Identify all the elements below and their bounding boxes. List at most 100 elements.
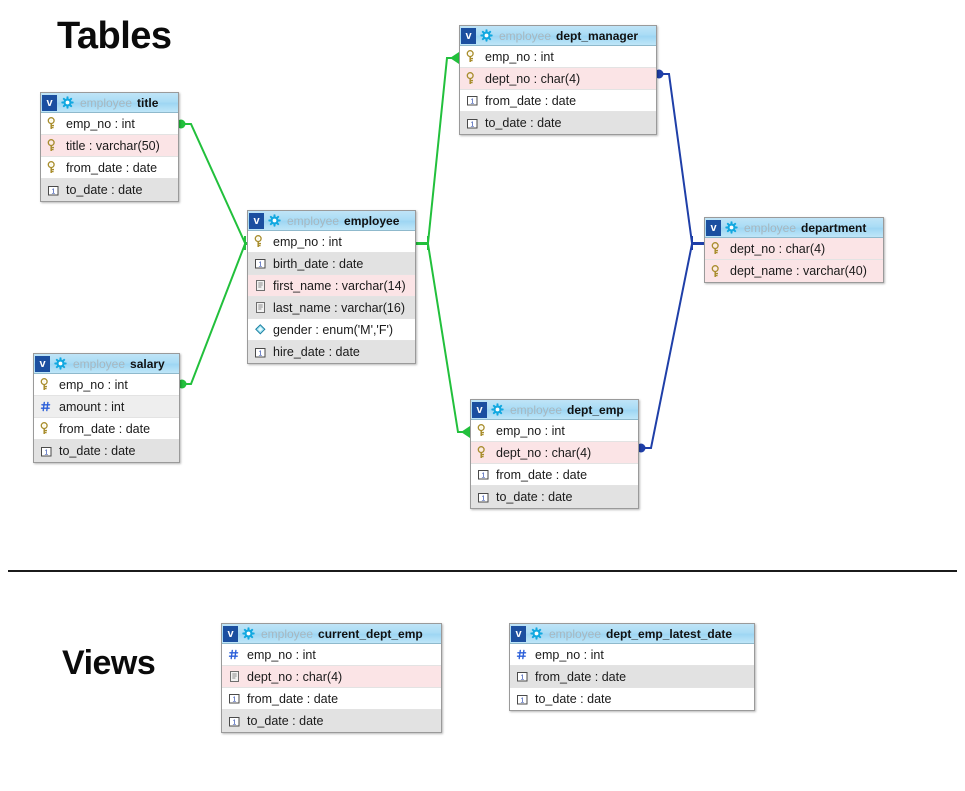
- entity-column-row[interactable]: emp_no : int: [460, 46, 656, 68]
- svg-text:1: 1: [470, 98, 474, 105]
- entity-schema-name: employee: [80, 95, 133, 110]
- gear-icon: [491, 403, 504, 416]
- gear-icon: [268, 214, 281, 227]
- entity-column-row[interactable]: last_name : varchar(16): [248, 297, 415, 319]
- entity-name: title: [137, 95, 159, 110]
- entity-column-row[interactable]: emp_no : int: [471, 420, 638, 442]
- entity-column-label: dept_no : char(4): [730, 241, 826, 256]
- entity-column-row[interactable]: emp_no : int: [41, 113, 178, 135]
- entity-column-row[interactable]: emp_no : int: [248, 231, 415, 253]
- entity-column-row[interactable]: dept_no : char(4): [460, 68, 656, 90]
- edge-salary-employee: [177, 243, 247, 389]
- entity-column-row[interactable]: from_date : date: [34, 418, 179, 440]
- svg-text:1: 1: [520, 697, 524, 704]
- entity-column-row[interactable]: dept_no : char(4): [705, 238, 883, 260]
- section-divider: [8, 570, 957, 572]
- svg-text:1: 1: [44, 449, 48, 456]
- entity-column-row[interactable]: first_name : varchar(14): [248, 275, 415, 297]
- entity-column-row[interactable]: title : varchar(50): [41, 135, 178, 157]
- svg-text:1: 1: [481, 472, 485, 479]
- entity-column-label: from_date : date: [535, 669, 627, 684]
- entity-schema-name: employee: [287, 213, 340, 228]
- entity-column-label: to_date : date: [496, 490, 573, 504]
- entity-column-label: dept_no : char(4): [247, 669, 343, 684]
- svg-text:1: 1: [232, 719, 236, 726]
- entity-column-row[interactable]: amount : int: [34, 396, 179, 418]
- entity-column-label: emp_no : int: [535, 647, 604, 662]
- entity-column-row[interactable]: 1 to_date : date: [471, 486, 638, 508]
- entity-column-row[interactable]: 1 from_date : date: [510, 666, 754, 688]
- key-icon: [711, 264, 724, 278]
- gear-icon: [61, 96, 74, 109]
- entity-column-row[interactable]: 1 birth_date : date: [248, 253, 415, 275]
- entity-type-badge: v: [706, 219, 721, 236]
- enum-icon: [254, 323, 267, 336]
- entity-column-label: birth_date : date: [273, 256, 364, 271]
- svg-text:1: 1: [481, 495, 485, 502]
- entity-type-badge: v: [472, 401, 487, 418]
- date-icon: 1: [516, 670, 529, 683]
- gear-icon: [530, 627, 543, 640]
- entity-column-row[interactable]: dept_name : varchar(40): [705, 260, 883, 282]
- entity-column-row[interactable]: emp_no : int: [510, 644, 754, 666]
- svg-text:1: 1: [520, 674, 524, 681]
- entity-name: dept_emp_latest_date: [606, 626, 733, 641]
- entity-column-row[interactable]: emp_no : int: [34, 374, 179, 396]
- gear-icon: [242, 627, 255, 640]
- entity-column-row[interactable]: from_date : date: [41, 157, 178, 179]
- entity-column-row[interactable]: gender : enum('M','F'): [248, 319, 415, 341]
- entity-column-row[interactable]: dept_no : char(4): [471, 442, 638, 464]
- entity-column-label: emp_no : int: [247, 647, 316, 662]
- key-icon: [254, 235, 267, 248]
- entity-type-badge: v: [35, 355, 50, 372]
- entity-column-row[interactable]: 1 to_date : date: [34, 440, 179, 462]
- key-icon: [711, 242, 724, 255]
- entity-schema-name: employee: [499, 28, 552, 43]
- edge-employee-dept-manager: [416, 52, 459, 250]
- entity-column-label: emp_no : int: [273, 234, 342, 249]
- entity-column-label: to_date : date: [59, 444, 136, 458]
- entity-column-row[interactable]: emp_no : int: [222, 644, 441, 666]
- gear-icon: [54, 357, 67, 370]
- entity-column-label: dept_name : varchar(40): [730, 264, 867, 278]
- entity-column-label: to_date : date: [66, 183, 143, 197]
- key-icon: [47, 117, 60, 130]
- svg-text:1: 1: [258, 261, 262, 268]
- date-icon: 1: [466, 94, 479, 107]
- entity-type-badge: v: [249, 212, 264, 229]
- date-icon: 1: [477, 468, 490, 481]
- entity-column-row[interactable]: dept_no : char(4): [222, 666, 441, 688]
- number-icon: [516, 648, 529, 661]
- key-icon: [47, 139, 60, 152]
- entity-column-label: emp_no : int: [59, 377, 128, 392]
- date-icon: 1: [228, 715, 241, 728]
